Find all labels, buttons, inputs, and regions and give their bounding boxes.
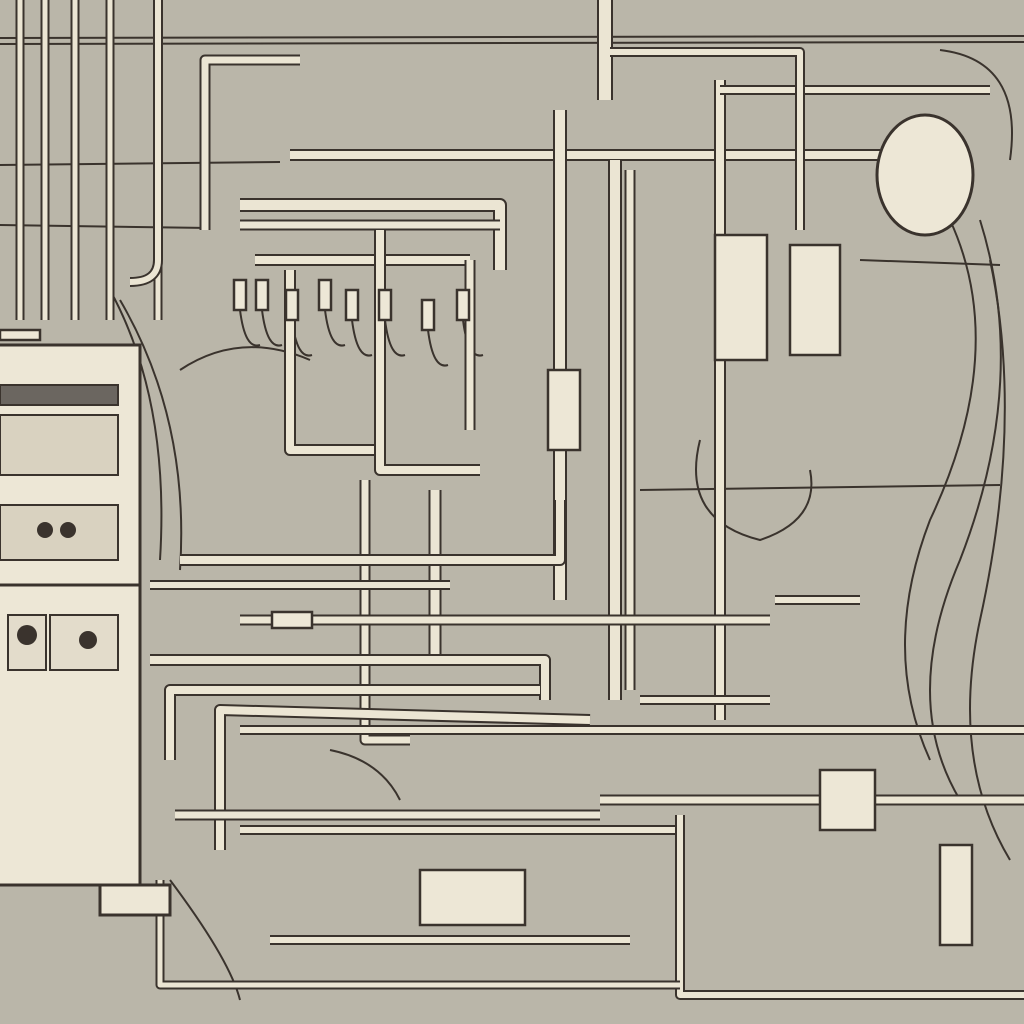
hanging-nozzle [455,288,471,322]
panel-button-row [0,504,119,561]
cable [329,749,401,801]
cable [0,224,211,229]
panel-socket [79,631,97,649]
hanging-nozzle [317,278,333,312]
hanging-nozzle [232,278,248,312]
pipe [166,686,540,760]
hanging-nozzle [344,288,360,322]
regulator [938,843,974,947]
cable [351,319,373,357]
pipe-label [270,610,314,630]
cable [239,309,261,347]
pipe [361,480,410,744]
hanging-nozzle [284,288,300,322]
cable [169,879,241,1001]
manifold-pipe [240,200,505,270]
pipe [677,815,1024,998]
pipe [201,56,300,230]
pipe [216,706,591,850]
cable [904,219,977,761]
pipe [286,270,380,454]
mask-device [875,113,975,237]
panel-display-strip [0,384,119,406]
cable [0,41,1024,45]
cable [324,309,346,347]
panel-socket [17,625,37,645]
control-panel [0,343,172,917]
panel-knob [60,522,76,538]
cable [969,259,1011,861]
cable [427,329,449,367]
hanging-nozzle [377,288,393,322]
hanging-nozzle [420,298,436,332]
panel-base [98,883,172,917]
cable [0,35,1024,39]
pipe [180,500,564,564]
mount [0,328,42,342]
control-unit [788,243,842,357]
valve-housing [818,768,877,832]
cable [939,49,1013,161]
control-unit [713,233,769,362]
cable [119,299,183,571]
panel-gauge-row [0,414,119,476]
pipes-layer [15,0,1024,1000]
cable [261,309,283,347]
hanging-nozzle [254,278,270,312]
cable [639,484,1001,491]
pipe [150,656,549,700]
cable [109,289,163,561]
pipe [610,49,803,230]
cable [859,259,1001,266]
valve-body [546,368,582,452]
panel-knob [37,522,53,538]
filter-bank [418,868,527,927]
devices-layer [0,113,975,947]
panel-socket-box [7,614,47,671]
cable [695,439,813,542]
vertical-rail [129,0,161,285]
